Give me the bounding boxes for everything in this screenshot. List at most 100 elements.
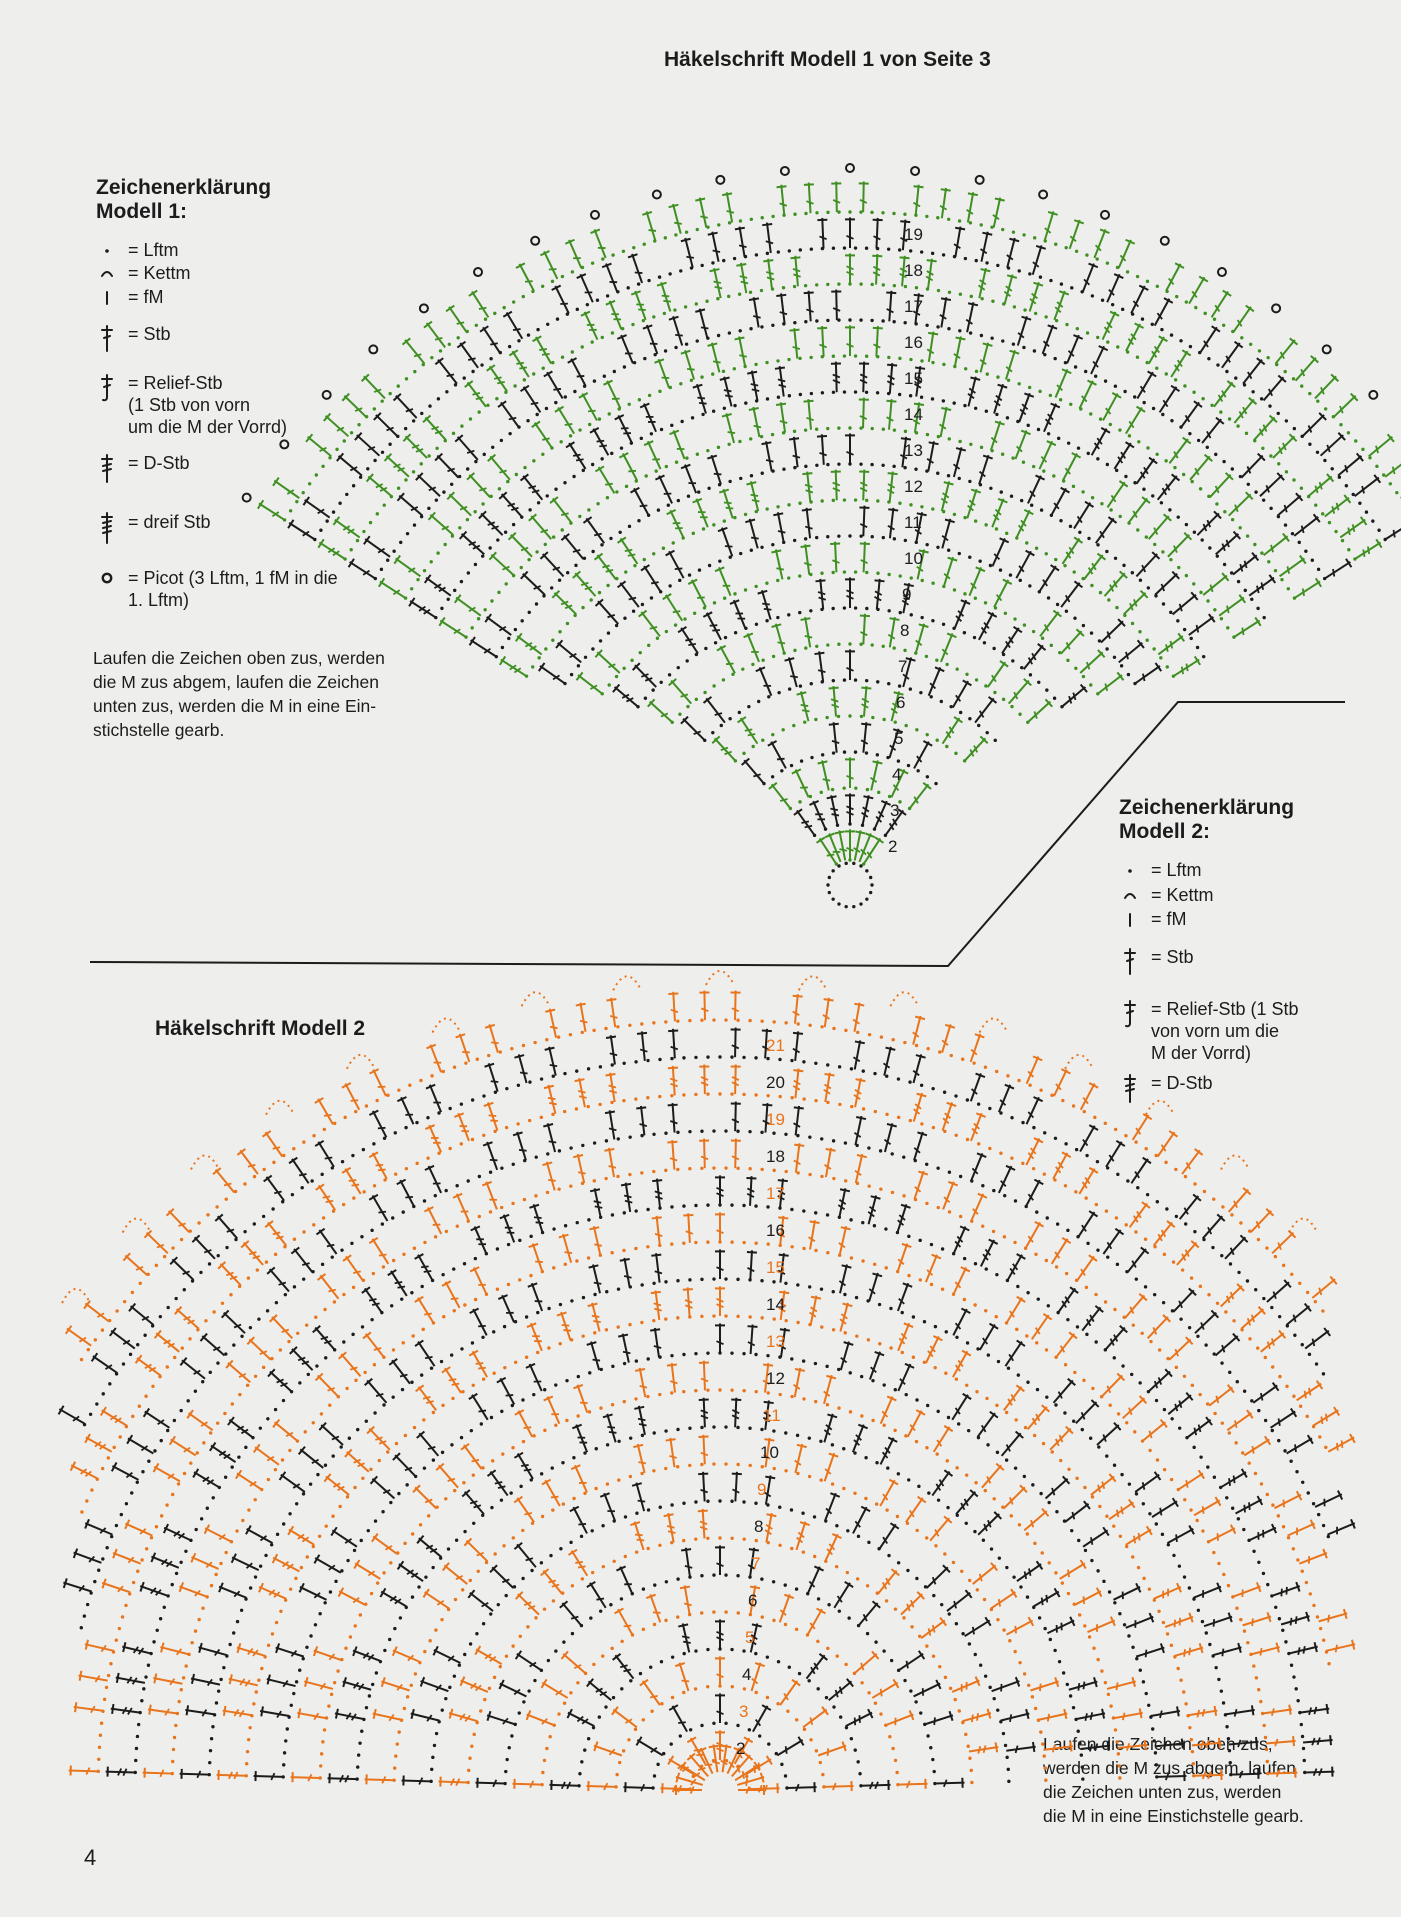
legend-item-text: = Relief-Stb (1 Stb von vorn um die M de… xyxy=(1151,999,1299,1063)
round-number-label: 16 xyxy=(904,333,923,352)
scallop xyxy=(797,975,828,991)
diagram1-round xyxy=(257,181,1401,522)
legend-item-text: = Kettm xyxy=(128,263,191,283)
round-number-label: 20 xyxy=(766,1073,785,1092)
picot-icon xyxy=(1216,267,1227,278)
round-number-label: 17 xyxy=(766,1184,785,1203)
diagram1-round: 16 xyxy=(377,325,1323,600)
diagram2-round xyxy=(64,990,1338,1362)
diagram2-round: 5 xyxy=(549,1619,891,1790)
diagram1-round: 7 xyxy=(680,649,998,743)
round-number-label: 3 xyxy=(739,1702,748,1721)
diagram2-round: 12 xyxy=(290,1360,1148,1783)
legend-item: = fM xyxy=(1117,908,1187,940)
scallop xyxy=(612,975,643,991)
picot-icon xyxy=(1100,209,1111,220)
round-number-label: 5 xyxy=(894,729,903,748)
round-number-label: 12 xyxy=(766,1369,785,1388)
triple-treble-icon xyxy=(94,511,120,544)
round-number-label: 10 xyxy=(904,549,923,568)
legend1-note: Laufen die Zeichen oben zus, werden die … xyxy=(93,648,385,740)
round-number-label: 21 xyxy=(766,1036,785,1055)
diagram1-round: 11 xyxy=(537,505,1163,686)
treble-crochet-icon xyxy=(94,452,120,484)
diagram2-round: 8 xyxy=(438,1508,999,1787)
legend-item: = fM xyxy=(94,286,164,318)
round-number-label: 7 xyxy=(751,1554,760,1573)
diagram1-round: 13 xyxy=(468,433,1216,659)
legend-item: = Lftm xyxy=(1117,859,1202,891)
round-number-label: 16 xyxy=(766,1221,785,1240)
picot-icon xyxy=(321,389,332,400)
diagram1-round: 18 xyxy=(317,253,1383,561)
legend-item-text: = Relief-Stb (1 Stb von vorn um die M de… xyxy=(128,373,288,437)
picot-icon xyxy=(715,174,726,185)
legend-item: = D-Stb xyxy=(1117,1072,1213,1104)
scallop xyxy=(978,1017,1009,1033)
diagram2-round: 4 xyxy=(586,1656,854,1792)
scallop xyxy=(705,970,735,986)
page-number: 4 xyxy=(84,1845,97,1870)
title-model2: Häkelschrift Modell 2 xyxy=(155,1017,366,1040)
diagram1-round: 5 xyxy=(741,722,938,786)
picot-icon xyxy=(530,235,541,246)
picot-icon xyxy=(241,492,252,503)
center-ring xyxy=(674,1744,766,1795)
diagram2-round: 13 xyxy=(253,1323,1187,1782)
diagram1-round: 6 xyxy=(711,686,989,763)
relief-stitch-icon xyxy=(94,372,120,404)
round-number-label: 4 xyxy=(892,765,901,784)
round-number-label: 18 xyxy=(766,1147,785,1166)
diagram1-round: 12 xyxy=(498,469,1202,678)
legend-item: = Kettm xyxy=(94,262,191,294)
diagram2-round: 18 xyxy=(68,1138,1356,1776)
picot-icon xyxy=(368,344,379,355)
scallop xyxy=(346,1053,376,1070)
round-number-label: 5 xyxy=(745,1628,754,1647)
diagram1-round: 10 xyxy=(575,541,1125,696)
round-number-label: 8 xyxy=(900,621,909,640)
scallop xyxy=(1220,1154,1250,1170)
picot-icon xyxy=(1159,235,1170,246)
diagram2-round: 2 xyxy=(660,1730,780,1794)
round-number-label: 8 xyxy=(754,1517,763,1536)
scallop xyxy=(431,1017,462,1033)
diagram2-round: 17 xyxy=(105,1175,1335,1777)
picot-icon xyxy=(94,567,120,599)
diagram2-round: 6 xyxy=(512,1585,928,1789)
legend-item: = Picot (3 Lftm, 1 fM in die 1. Lftm) xyxy=(94,567,338,611)
single-crochet-icon xyxy=(1117,908,1143,940)
picot-icon xyxy=(473,267,484,278)
scallop xyxy=(190,1154,220,1170)
diagram1-round: 4 xyxy=(768,757,932,811)
round-number-label: 4 xyxy=(742,1665,751,1684)
round-number-label: 19 xyxy=(904,225,923,244)
scallop xyxy=(1145,1099,1175,1116)
round-number-label: 12 xyxy=(904,477,923,496)
legend-item: = D-Stb xyxy=(94,452,190,484)
diagram2-round: 15 xyxy=(179,1249,1261,1779)
diagram1-round: 15 xyxy=(408,361,1277,620)
diagram2-round: 19 xyxy=(62,1101,1356,1630)
round-number-label: 7 xyxy=(898,657,907,676)
diagram1-round: 8 xyxy=(647,613,1053,724)
diagram2-round: 21 xyxy=(57,1027,1332,1427)
double-crochet-icon xyxy=(94,323,120,355)
round-number-label: 15 xyxy=(904,369,923,388)
round-number-label: 9 xyxy=(757,1480,766,1499)
round-number-label: 3 xyxy=(890,801,899,820)
round-number-label: 2 xyxy=(736,1739,745,1758)
legend-item-text: = D-Stb xyxy=(1151,1073,1213,1093)
diagram2-round: 7 xyxy=(475,1545,965,1788)
scallop xyxy=(1288,1217,1319,1234)
legend-item-text: = Kettm xyxy=(1151,885,1214,905)
chain-dot-icon xyxy=(1117,859,1143,891)
round-number-label: 6 xyxy=(748,1591,757,1610)
picot-icon xyxy=(1038,189,1049,200)
legend-item: = Relief-Stb (1 Stb von vorn um die M de… xyxy=(94,372,287,438)
diagram1-round: 14 xyxy=(438,397,1262,639)
diagram1-round: 9 xyxy=(612,577,1088,709)
diagram2-round: 10 xyxy=(364,1434,1074,1785)
picot-icon xyxy=(589,209,600,220)
legend-item-text: = fM xyxy=(128,287,164,307)
